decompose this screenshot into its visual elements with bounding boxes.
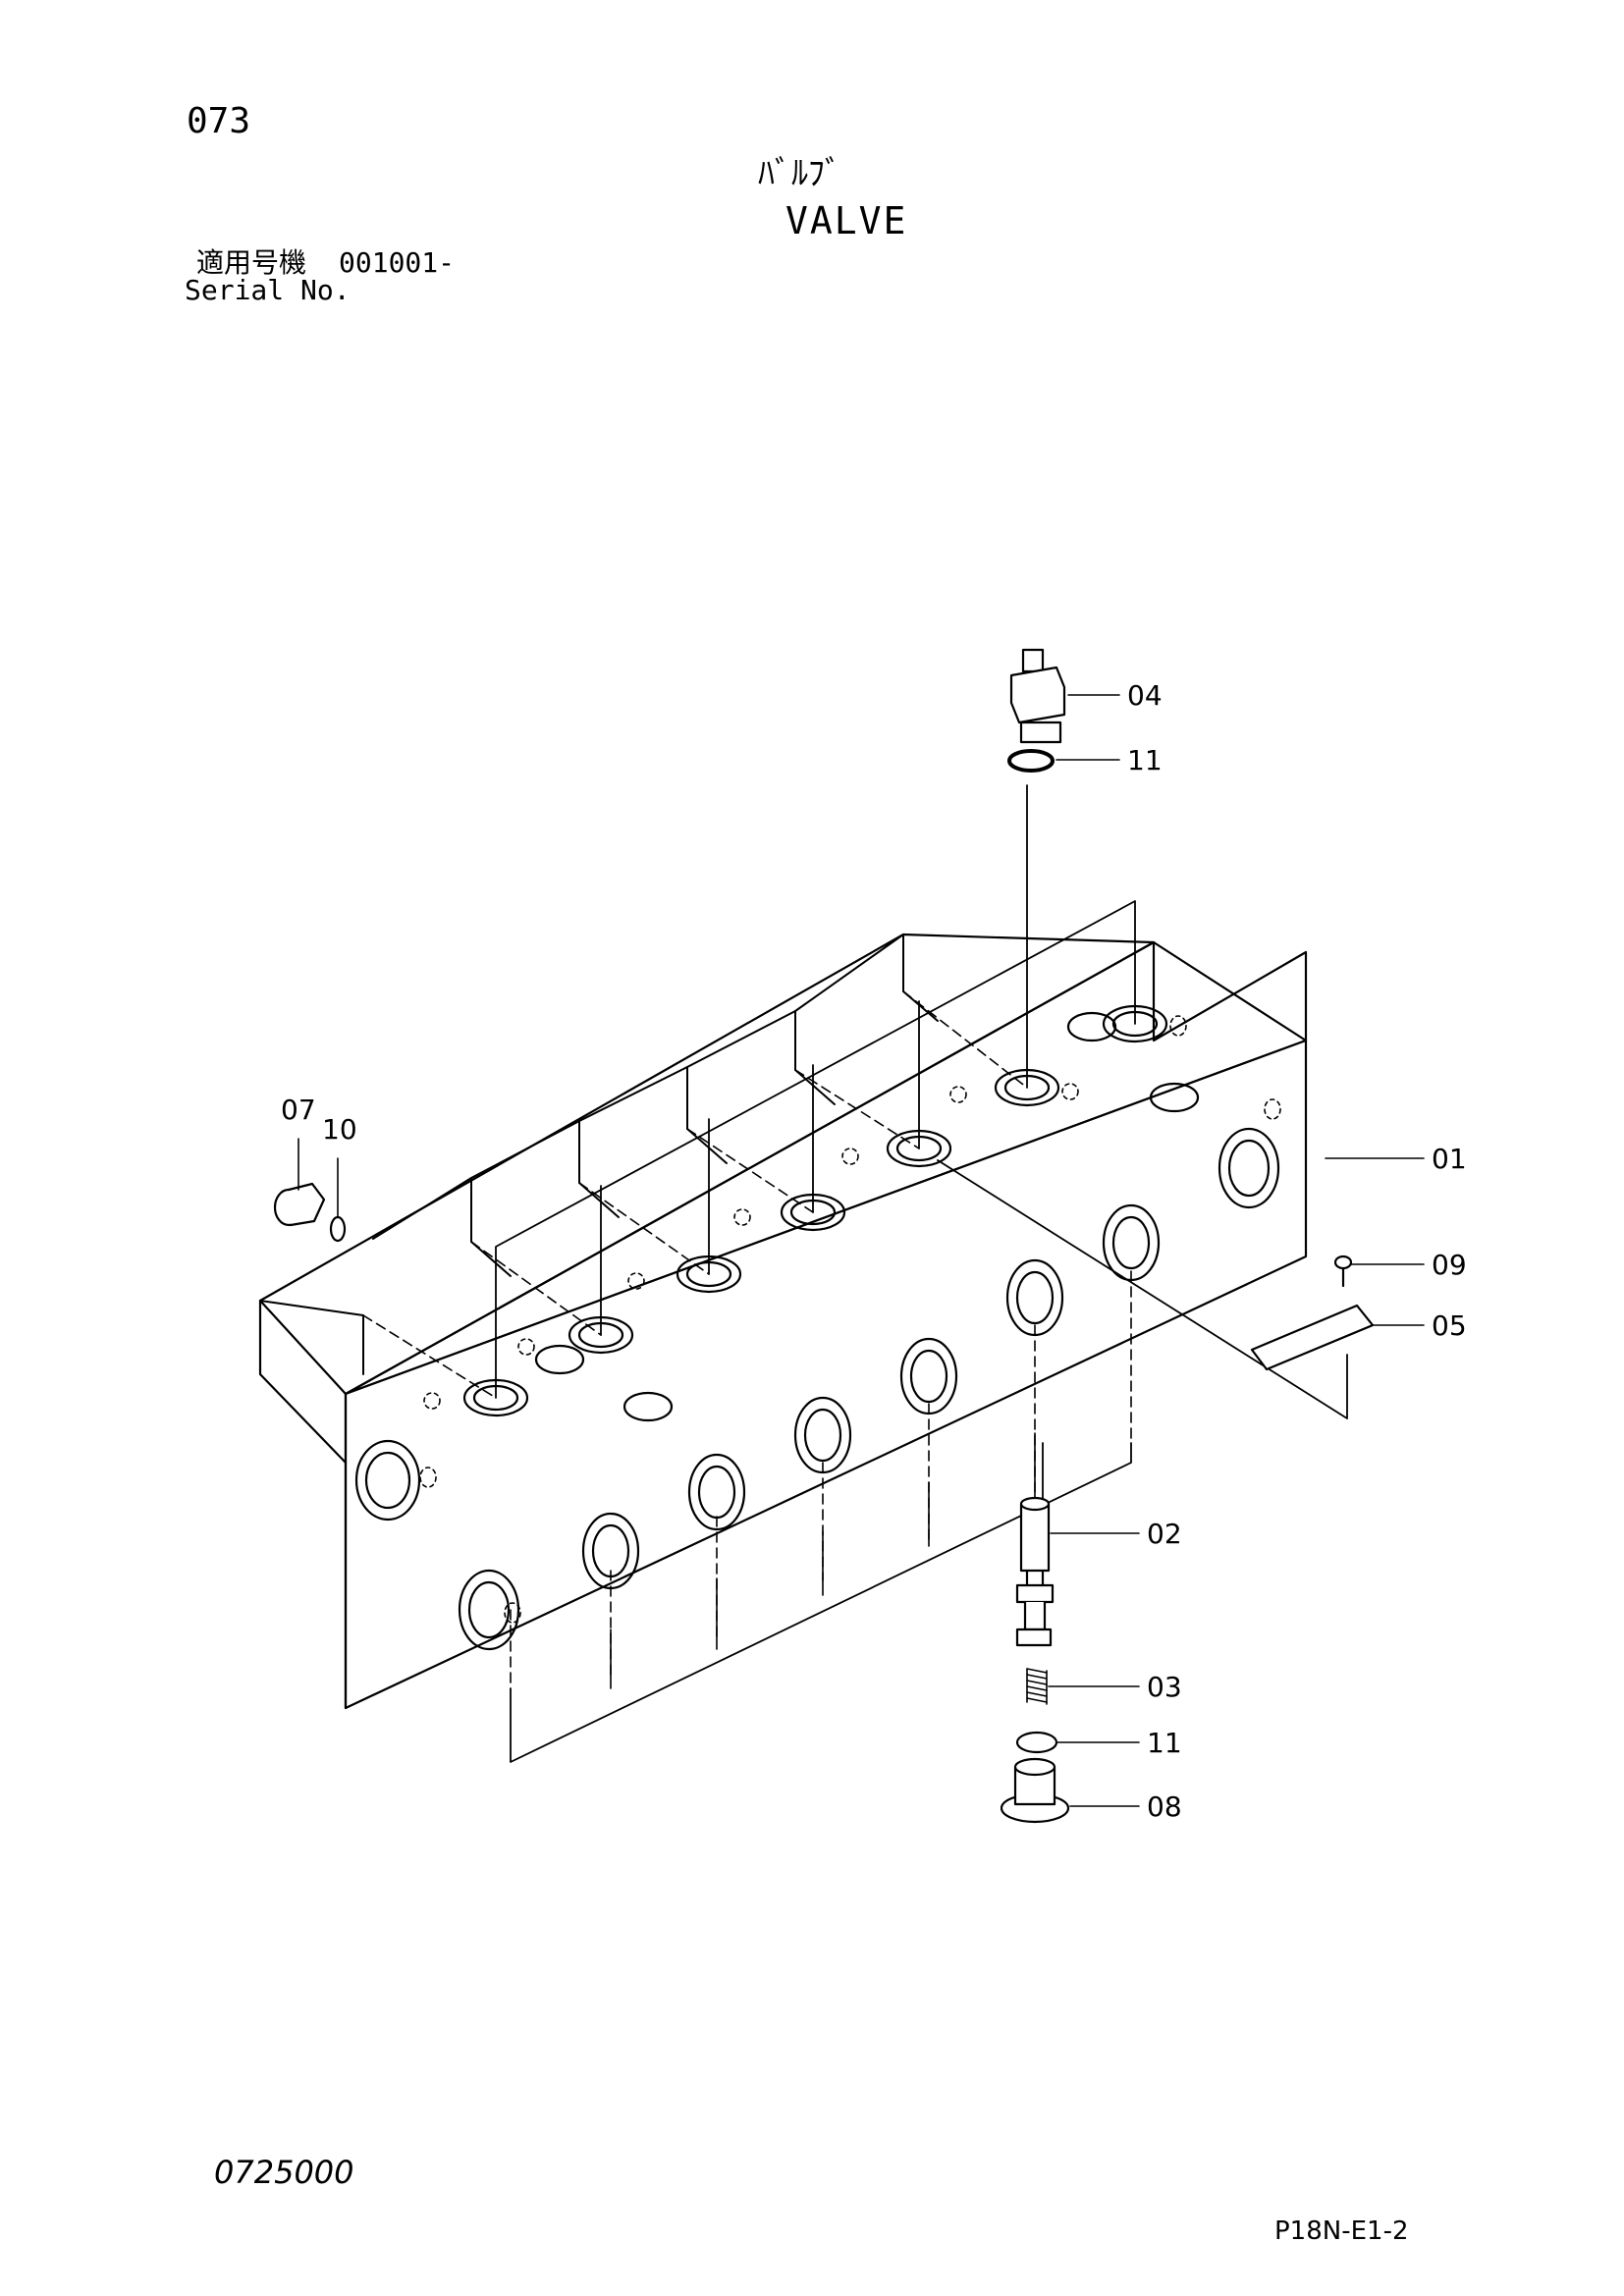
page-number: 073	[187, 101, 251, 141]
part-02-spool	[1015, 1496, 1055, 1647]
part-09-screw	[1333, 1255, 1353, 1288]
callout-04: 04	[1127, 679, 1163, 712]
callout-02: 02	[1147, 1518, 1182, 1550]
callout-07: 07	[281, 1094, 316, 1126]
callout-10: 10	[322, 1113, 357, 1146]
callout-11-top: 11	[1127, 744, 1163, 776]
valve-block-outline	[258, 933, 1308, 1710]
callout-11-bottom: 11	[1147, 1727, 1182, 1759]
serial-label-japanese: 適用号機	[196, 246, 307, 279]
drawing-code: 0725000	[214, 2154, 354, 2191]
part-07-plug	[273, 1182, 326, 1227]
serial-label: Serial No.	[185, 274, 351, 306]
callout-09: 09	[1432, 1249, 1467, 1281]
callout-03: 03	[1147, 1671, 1182, 1703]
callout-05: 05	[1432, 1309, 1467, 1342]
part-05-plate	[1250, 1304, 1375, 1371]
serial-value: 001001-	[339, 246, 456, 279]
part-08-plug	[1000, 1757, 1070, 1824]
part-03-spring	[1026, 1668, 1048, 1705]
callout-01: 01	[1432, 1143, 1467, 1175]
title-japanese: ﾊﾞﾙﾌﾞ	[758, 154, 841, 193]
page-title: VALVE	[785, 199, 908, 242]
page-code: P18N-E1-2	[1274, 2216, 1409, 2246]
part-10-oring	[329, 1215, 347, 1243]
part-04-fitting	[1009, 648, 1066, 744]
part-11-oring-top	[1007, 749, 1055, 773]
callout-leaders	[298, 694, 1425, 1807]
part-11-oring-bottom	[1015, 1731, 1058, 1754]
callout-labels: 04 11 07 10 01 09 05 02 03 11 08	[281, 679, 1467, 1823]
section-dividers	[259, 934, 939, 1375]
hidden-holes	[419, 1015, 1281, 1624]
callout-08: 08	[1147, 1790, 1182, 1823]
